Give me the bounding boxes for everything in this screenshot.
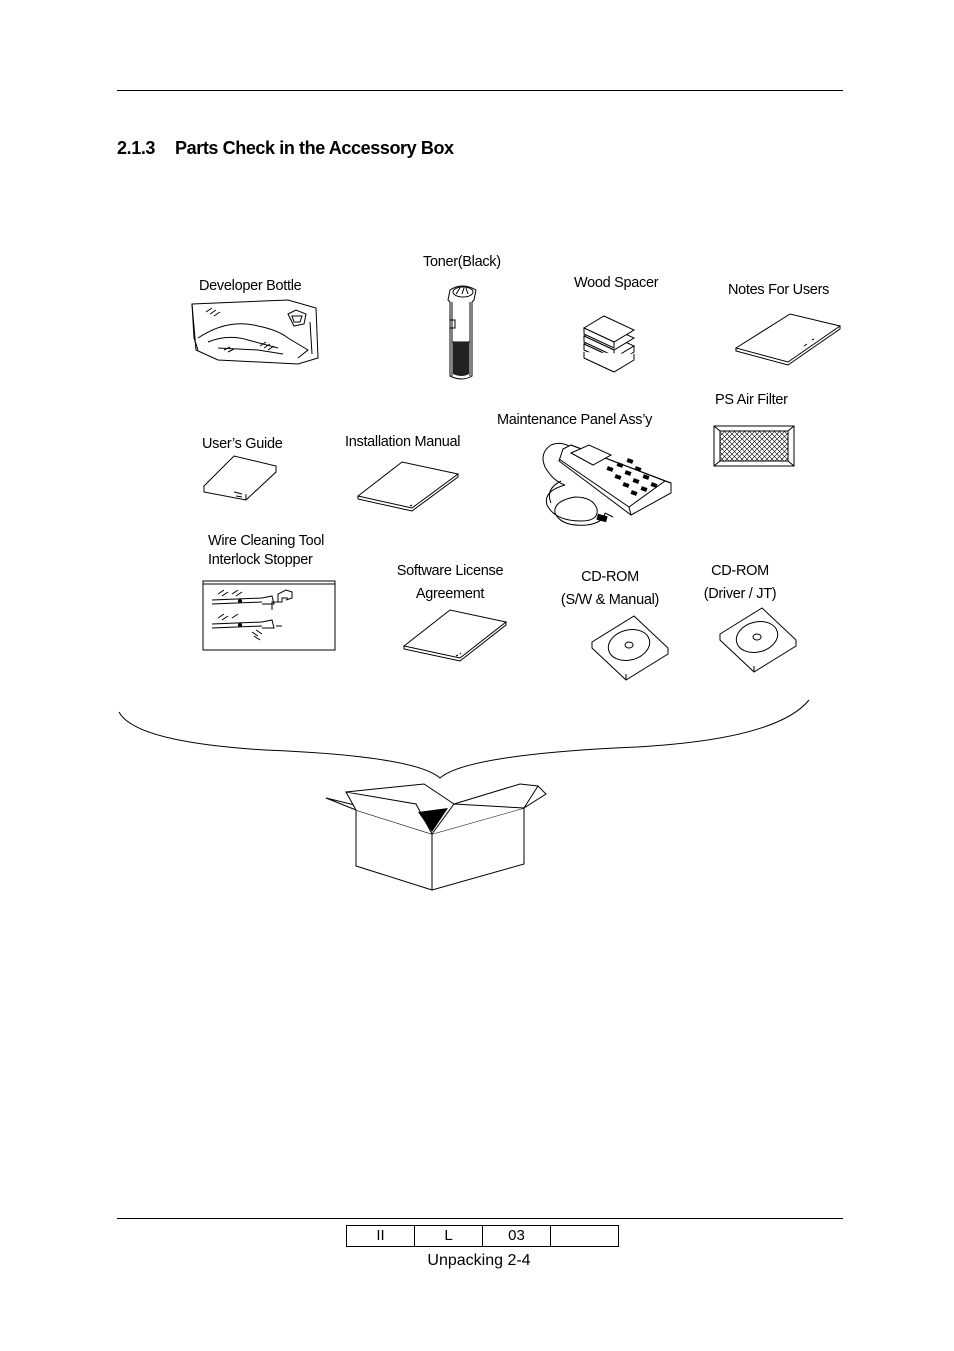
page-number: Unpacking 2-4 xyxy=(0,1252,954,1270)
maintenance-panel-illustration xyxy=(535,435,675,535)
section-number: 2.1.3 xyxy=(117,138,156,158)
label-ps-air-filter: PS Air Filter xyxy=(715,392,788,408)
label-notes-for-users: Notes For Users xyxy=(728,282,830,298)
open-box-illustration xyxy=(324,782,554,894)
label-users-guide: User’s Guide xyxy=(202,436,283,452)
footer-cell-2: L xyxy=(414,1225,483,1247)
notes-for-users-illustration xyxy=(732,312,844,366)
label-software-license: Software License xyxy=(396,563,504,579)
label-cdrom-sw: CD-ROM xyxy=(581,569,639,585)
label-interlock-stopper: Interlock Stopper xyxy=(208,552,313,568)
section-heading: 2.1.3 Parts Check in the Accessory Box xyxy=(117,138,454,159)
wood-spacer-illustration xyxy=(580,312,640,376)
label-cdrom-sw-manual: (S/W & Manual) xyxy=(560,592,660,608)
toner-illustration xyxy=(438,282,488,384)
label-wood-spacer: Wood Spacer xyxy=(574,275,659,291)
ps-air-filter-illustration xyxy=(712,424,798,470)
cdrom-sw-illustration xyxy=(588,612,672,682)
label-cdrom-driver-jt: (Driver / JT) xyxy=(703,586,777,602)
page-number-text: Unpacking 2-4 xyxy=(427,1252,531,1269)
header-rule xyxy=(117,90,843,91)
software-license-illustration xyxy=(400,608,510,664)
label-developer-bottle: Developer Bottle xyxy=(199,278,302,294)
footer-cell-3: 03 xyxy=(482,1225,551,1247)
label-maintenance-panel: Maintenance Panel Ass’y xyxy=(497,412,653,428)
footer-cell-1: II xyxy=(346,1225,415,1247)
developer-bottle-illustration xyxy=(188,298,323,368)
cdrom-driver-illustration xyxy=(716,604,800,674)
footer-revision-table: II L 03 xyxy=(346,1225,619,1247)
label-wire-cleaning-tool: Wire Cleaning Tool xyxy=(208,533,325,549)
footer-rule xyxy=(117,1218,843,1219)
users-guide-illustration xyxy=(200,452,280,502)
label-toner: Toner(Black) xyxy=(423,254,501,270)
brace-illustration xyxy=(115,698,815,784)
label-cdrom-driver: CD-ROM xyxy=(711,563,769,579)
footer-cell-4 xyxy=(550,1225,619,1247)
label-installation-manual: Installation Manual xyxy=(345,434,461,450)
section-title: Parts Check in the Accessory Box xyxy=(175,138,454,158)
wire-cleaning-tool-illustration xyxy=(202,580,336,652)
installation-manual-illustration xyxy=(354,460,464,514)
label-software-license-agreement: Agreement xyxy=(415,586,485,602)
